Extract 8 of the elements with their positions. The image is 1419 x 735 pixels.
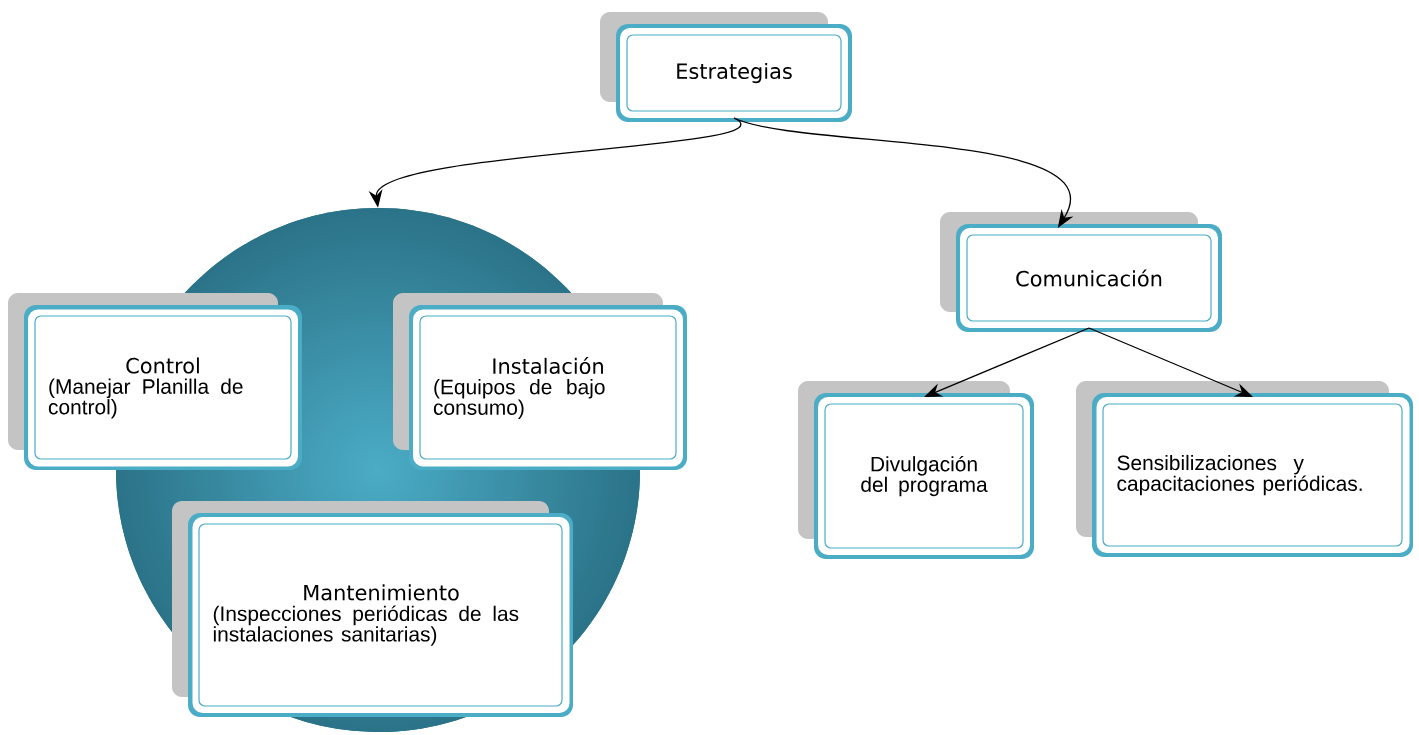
text-box: Sensibilizaciones y capacitaciones periódicas.: [1076, 381, 1413, 557]
arrow: [733, 117, 1074, 228]
text-box: Mantenimiento (Inspecciones periódicas de las instalaciones sanitarias): [172, 501, 573, 717]
text-box: Divulgación del programa: [798, 381, 1034, 559]
text-box: Control (Manejar Planilla de control): [8, 293, 302, 470]
text-box: Comunicación: [940, 212, 1222, 332]
text-box: Instalación (Equipos de bajo consumo): [393, 293, 687, 470]
text-box: Estrategias: [600, 12, 852, 122]
